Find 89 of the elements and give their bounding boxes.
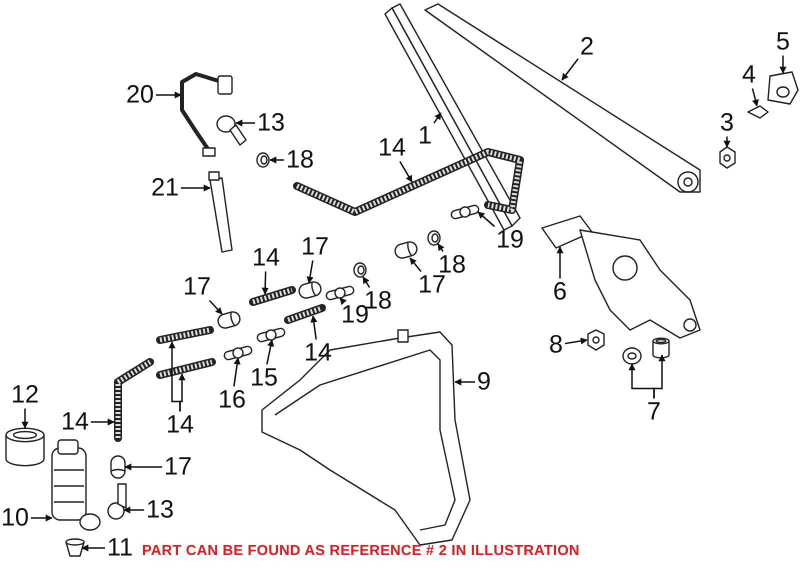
retaining-clip (747, 105, 769, 119)
elbow-fitting (107, 483, 127, 520)
washer-nozzle (208, 171, 233, 253)
callout-number: 15 (250, 366, 278, 390)
callout-number: 3 (720, 110, 734, 136)
callout-number: 12 (11, 382, 39, 408)
callout-number: 14 (252, 246, 280, 270)
leader-arrow (233, 357, 241, 387)
leader-arrow (556, 246, 564, 278)
callout-number: 13 (257, 110, 285, 136)
elbow-fitting (216, 115, 247, 146)
check-valve (222, 344, 254, 362)
check-valve (256, 326, 286, 344)
leader-arrow (262, 271, 269, 295)
leader-arrow (653, 354, 666, 398)
pump-grommet (65, 538, 85, 557)
callout-number: 14 (61, 410, 89, 434)
leader-arrow (339, 297, 347, 306)
check-valve (450, 204, 480, 220)
callout-number: 8 (549, 332, 563, 358)
leader-arrow (399, 161, 413, 183)
check-valve (324, 284, 356, 302)
callout-number: 14 (304, 340, 332, 366)
hose-connector (110, 455, 126, 479)
callout-number: 17 (418, 272, 446, 298)
hose-clamp (353, 262, 367, 278)
callout-number: 21 (151, 176, 179, 200)
leader-arrow (178, 373, 186, 412)
leader-arrow (22, 408, 28, 429)
bushing (622, 347, 642, 365)
callout-number: 1 (418, 124, 432, 148)
leader-arrow (477, 211, 496, 228)
callout-number: 19 (341, 302, 369, 328)
callout-number: 13 (146, 498, 174, 522)
callout-number: 9 (477, 370, 491, 394)
hex-nut (587, 329, 605, 351)
hose-with-sensor (180, 72, 233, 157)
leader-arrow (561, 58, 579, 81)
washer-hose (114, 358, 154, 442)
leader-arrow (208, 300, 223, 315)
callout-number: 17 (301, 234, 329, 260)
callout-number: 17 (164, 454, 192, 480)
leader-arrow (266, 339, 274, 365)
leader-arrow (306, 260, 314, 284)
leader-arrow (269, 156, 284, 164)
reference-note: PART CAN BE FOUND AS REFERENCE # 2 IN ILLUSTRATION (142, 543, 580, 559)
leader-arrow (437, 243, 444, 252)
callout-number: 4 (742, 62, 756, 88)
leader-arrow (433, 112, 442, 124)
leader-arrow (362, 276, 370, 288)
hose-clamp (256, 152, 270, 168)
leader-arrow (752, 88, 759, 107)
leader-arrow (564, 338, 588, 344)
washer-hose (249, 286, 296, 306)
callout-number: 5 (776, 30, 790, 54)
hose-clamp (427, 230, 441, 246)
leader-arrow (30, 514, 53, 522)
leader-arrow (180, 184, 211, 192)
callout-number: 2 (580, 34, 594, 60)
washer-hose (156, 326, 214, 344)
leader-arrow (90, 418, 115, 426)
arm-cap (767, 71, 799, 105)
leader-arrow (780, 56, 786, 74)
callout-number: 17 (183, 274, 211, 300)
leader-arrow (124, 464, 162, 470)
callout-number: 10 (1, 506, 29, 530)
callout-number: 16 (218, 388, 246, 412)
leader-arrow (156, 92, 182, 98)
leader-arrow (409, 257, 422, 272)
washer-pump (51, 439, 101, 531)
leader-arrow (123, 506, 144, 514)
callout-number: 20 (126, 82, 154, 108)
leader-arrow (235, 120, 256, 126)
callout-number: 18 (286, 148, 314, 172)
hex-nut (719, 146, 736, 169)
washer-hose (156, 358, 216, 379)
pump-filter-seal (5, 428, 45, 466)
callout-number: 6 (553, 280, 567, 304)
leader-arrow (454, 378, 476, 386)
callout-number: 14 (166, 412, 194, 438)
callout-number: 14 (378, 136, 406, 160)
callout-number: 7 (647, 400, 661, 424)
callout-number: 11 (107, 536, 133, 560)
leader-arrow (724, 136, 730, 148)
leader-arrow (310, 315, 318, 340)
washer-hose (284, 304, 326, 324)
callout-number: 19 (496, 228, 524, 252)
leader-arrow (81, 544, 106, 552)
bushing (652, 338, 670, 358)
